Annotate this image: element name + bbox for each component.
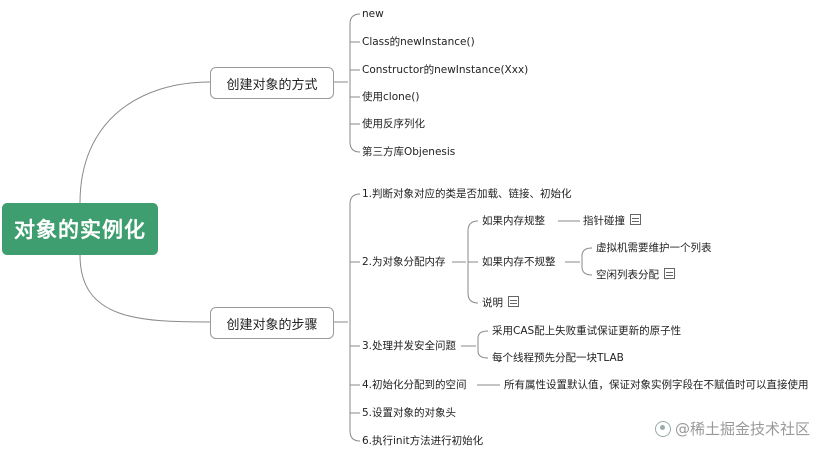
branch-creation-ways: 创建对象的方式 (210, 67, 334, 99)
note-icon[interactable] (508, 296, 519, 307)
step-4: 4.初始化分配到的空间 (362, 379, 467, 391)
explain-label: 说明 (482, 297, 503, 309)
way-clone: 使用clone() (362, 91, 420, 103)
branch-creation-steps: 创建对象的步骤 (210, 307, 334, 339)
step-3: 3.处理并发安全问题 (362, 340, 457, 352)
step-4-child: 所有属性设置默认值，保证对象实例字段在不赋值时可以直接使用 (504, 379, 809, 391)
step-1: 1.判断对象对应的类是否加载、链接、初始化 (362, 188, 572, 200)
root-label: 对象的实例化 (14, 218, 146, 242)
memory-irregular: 如果内存不规整 (482, 256, 556, 268)
way-new: new (362, 8, 384, 20)
step-3-child-1: 采用CAS配上失败重试保证更新的原子性 (492, 325, 682, 337)
memory-explain: 说明 (482, 296, 519, 310)
watermark-text: @稀土掘金技术社区 (674, 420, 810, 438)
way-constructor-newinstance: Constructor的newInstance(Xxx) (362, 64, 529, 76)
way-objenesis: 第三方库Objenesis (362, 146, 456, 158)
pointer-bump-label: 指针碰撞 (583, 215, 625, 227)
root-node: 对象的实例化 (2, 203, 158, 255)
free-list-label: 空闲列表分配 (596, 269, 659, 281)
step-2: 2.为对象分配内存 (362, 256, 446, 268)
watermark: @稀土掘金技术社区 (654, 418, 810, 439)
step-3-child-2: 每个线程预先分配一块TLAB (492, 352, 624, 364)
note-icon[interactable] (630, 214, 641, 225)
step-5: 5.设置对象的对象头 (362, 407, 457, 419)
branch-creation-steps-label: 创建对象的步骤 (226, 317, 318, 333)
memory-irregular-child-1: 虚拟机需要维护一个列表 (596, 242, 712, 254)
way-class-newinstance: Class的newInstance() (362, 36, 475, 48)
branch-creation-ways-label: 创建对象的方式 (226, 77, 318, 93)
juejin-logo-icon (654, 420, 671, 437)
memory-regular: 如果内存规整 (482, 215, 545, 227)
memory-irregular-child-2: 空闲列表分配 (596, 268, 675, 282)
way-deserialize: 使用反序列化 (362, 118, 425, 130)
note-icon[interactable] (664, 268, 675, 279)
step-6: 6.执行init方法进行初始化 (362, 435, 484, 447)
memory-regular-child: 指针碰撞 (583, 214, 641, 228)
